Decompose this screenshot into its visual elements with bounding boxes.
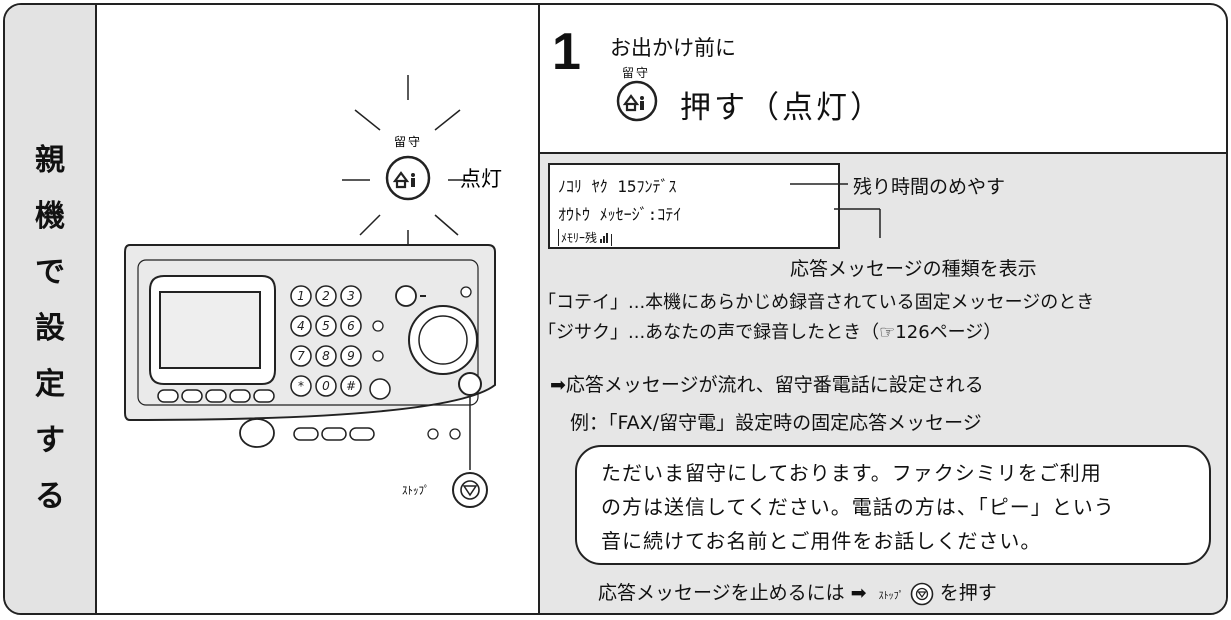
sidebar-char: 設 [35, 311, 65, 346]
stop-instruction-suffix: を押す [939, 582, 997, 604]
remaining-time-callout: 残り時間のめやす [853, 176, 1006, 198]
stop-instruction-prefix: 応答メッセージを止めるには ➡ [598, 582, 867, 604]
lit-rays [342, 75, 470, 250]
svg-text:6: 6 [347, 319, 355, 333]
svg-text:9: 9 [347, 349, 355, 363]
example-note: 例：「FAX/留守電」設定時の固定応答メッセージ [570, 412, 982, 434]
sidebar: 親 機 で 設 定 す る [5, 5, 97, 613]
svg-text:4: 4 [297, 319, 305, 333]
lcd-line-2: ｵｳﾄｳ ﾒｯｾｰｼﾞ:ｺﾃｲ [558, 205, 682, 224]
message-line-1: ただいま留守にしております。ファクシミリをご利用 [601, 461, 1102, 485]
message-type-callout: 応答メッセージの種類を表示 [790, 258, 1037, 280]
sidebar-char: 親 [35, 143, 65, 178]
fax-device-illustration: 留守 点灯 1 2 3 4 5 6 7 8 9 * [124, 75, 502, 508]
step-number: 1 [552, 23, 581, 81]
stop-key-label: ｽﾄｯﾌﾟ [402, 484, 430, 497]
svg-text:0: 0 [322, 379, 330, 393]
svg-text:5: 5 [322, 319, 330, 333]
sidebar-char: 機 [35, 199, 65, 234]
svg-text:3: 3 [347, 289, 355, 303]
lit-label: 点灯 [460, 167, 502, 191]
note-custom: 「ジサク」...あなたの声で録音したとき（☞126ページ） [538, 322, 1002, 343]
step-title: お出かけ前に [610, 36, 736, 60]
svg-text:7: 7 [297, 349, 305, 363]
step-action: 押す（点灯） [680, 90, 884, 126]
lcd-line-1: ﾉｺﾘ ﾔｸ 15ﾌﾝﾃﾞｽ [558, 177, 677, 196]
svg-text:#: # [346, 379, 356, 393]
svg-text:8: 8 [322, 349, 330, 363]
answer-key-icon [616, 80, 658, 122]
answer-key-icon [385, 155, 431, 201]
answer-key-label: 留守 [622, 66, 651, 80]
fax-device: 1 2 3 4 5 6 7 8 9 * 0 # [124, 244, 496, 448]
svg-text:*: * [298, 379, 304, 393]
note-fixed: 「コテイ」...本機にあらかじめ録音されている固定メッセージのとき [538, 292, 1095, 313]
signal-bars-icon [600, 232, 609, 246]
keypad: 1 2 3 4 5 6 7 8 9 * 0 # [290, 285, 362, 397]
svg-text:1: 1 [297, 289, 305, 303]
stop-key-label: ｽﾄｯﾌﾟ [878, 591, 904, 602]
lcd-line-3: ﾒﾓﾘｰ残 [558, 229, 613, 246]
sidebar-char: 定 [35, 367, 65, 402]
stop-instruction: 応答メッセージを止めるには ➡ ｽﾄｯﾌﾟ を押す [598, 578, 997, 606]
answer-key-label: 留守 [394, 135, 422, 149]
message-line-2: の方は送信してください。電話の方は、「ピー」という [601, 495, 1115, 519]
lcd-display: ﾉｺﾘ ﾔｸ 15ﾌﾝﾃﾞｽ ｵｳﾄｳ ﾒｯｾｰｼﾞ:ｺﾃｲ ﾒﾓﾘｰ残 [548, 163, 840, 249]
stop-key-icon [910, 582, 933, 605]
sidebar-char: る [35, 479, 65, 514]
stop-key-icon [452, 472, 488, 508]
message-line-3: 音に続けてお名前とご用件をお話しください。 [601, 529, 1042, 553]
greeting-message-box: ただいま留守にしております。ファクシミリをご利用 の方は送信してください。電話の… [575, 445, 1211, 565]
answer-key-highlight [395, 285, 417, 307]
sidebar-char: で [35, 255, 65, 290]
sidebar-char: す [35, 423, 65, 458]
result-note: ➡応答メッセージが流れ、留守番電話に設定される [550, 374, 984, 396]
svg-text:2: 2 [322, 289, 330, 303]
column-divider [538, 5, 540, 613]
